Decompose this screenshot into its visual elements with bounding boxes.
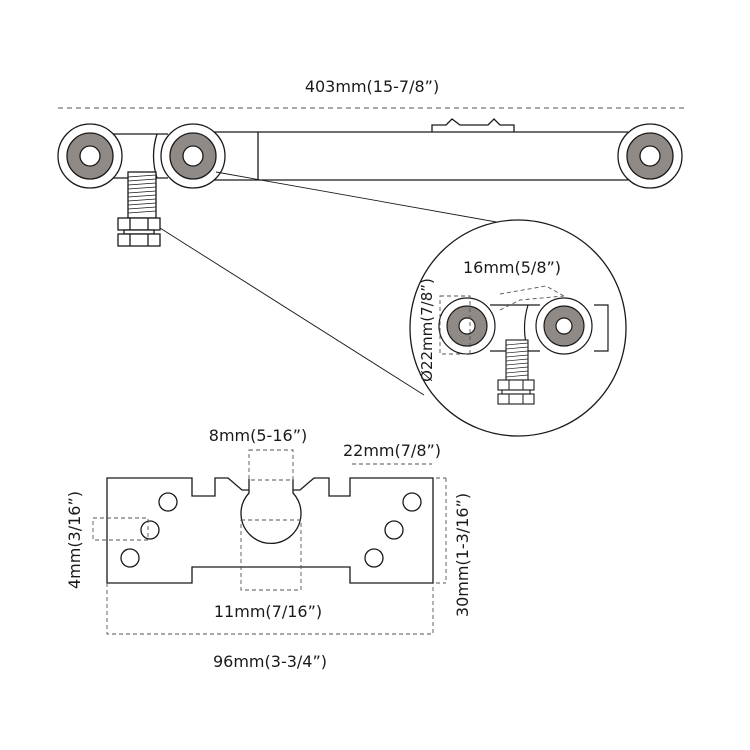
plate-hole-1	[158, 492, 178, 512]
plate-length-label: 96mm(3-3/4”)	[213, 652, 327, 671]
plate-height-label: 30mm(1-3/16”)	[453, 493, 472, 617]
length-guide	[106, 583, 434, 635]
roller-right	[617, 123, 683, 189]
plate-hole-6	[364, 548, 384, 568]
plate-hole-5	[384, 520, 404, 540]
nut-lower	[117, 233, 161, 247]
diameter-dashed-box	[439, 295, 471, 355]
plate-hole-3	[120, 548, 140, 568]
slot-width-label: 8mm(5-16”)	[209, 426, 307, 445]
plate-outline	[106, 477, 434, 584]
roller-diameter-label: Ø22mm(7/8”)	[418, 278, 436, 382]
plate-dimension-guides	[92, 449, 447, 635]
spacing-dashed-guides	[499, 285, 565, 311]
plate-hole-2	[140, 520, 160, 540]
thickness-box	[92, 517, 149, 541]
roller-spacing-label: 16mm(5/8”)	[463, 258, 561, 277]
plate-thickness-label: 4mm(3/16”)	[65, 491, 84, 589]
mounting-plate	[106, 477, 434, 584]
main-bar	[212, 131, 628, 181]
zoom-line-upper	[215, 171, 531, 229]
hole-diameter-label: 11mm(7/16”)	[214, 602, 322, 621]
plate-hole-4	[402, 492, 422, 512]
top-bracket	[431, 118, 515, 132]
roller-middle	[160, 123, 226, 189]
stud-threads	[127, 174, 157, 214]
roller-left	[57, 123, 123, 189]
zoom-line-lower	[159, 227, 425, 396]
slot-width-box	[248, 449, 294, 481]
track-assembly	[110, 118, 628, 247]
hole-diameter-box	[240, 519, 302, 591]
overall-length-label: 403mm(15-7/8”)	[305, 77, 439, 96]
keyhole-slot	[240, 479, 302, 544]
detail-zoom-circle	[409, 219, 627, 437]
tab-width-label: 22mm(7/8”)	[343, 441, 441, 460]
nut-upper	[117, 217, 161, 231]
